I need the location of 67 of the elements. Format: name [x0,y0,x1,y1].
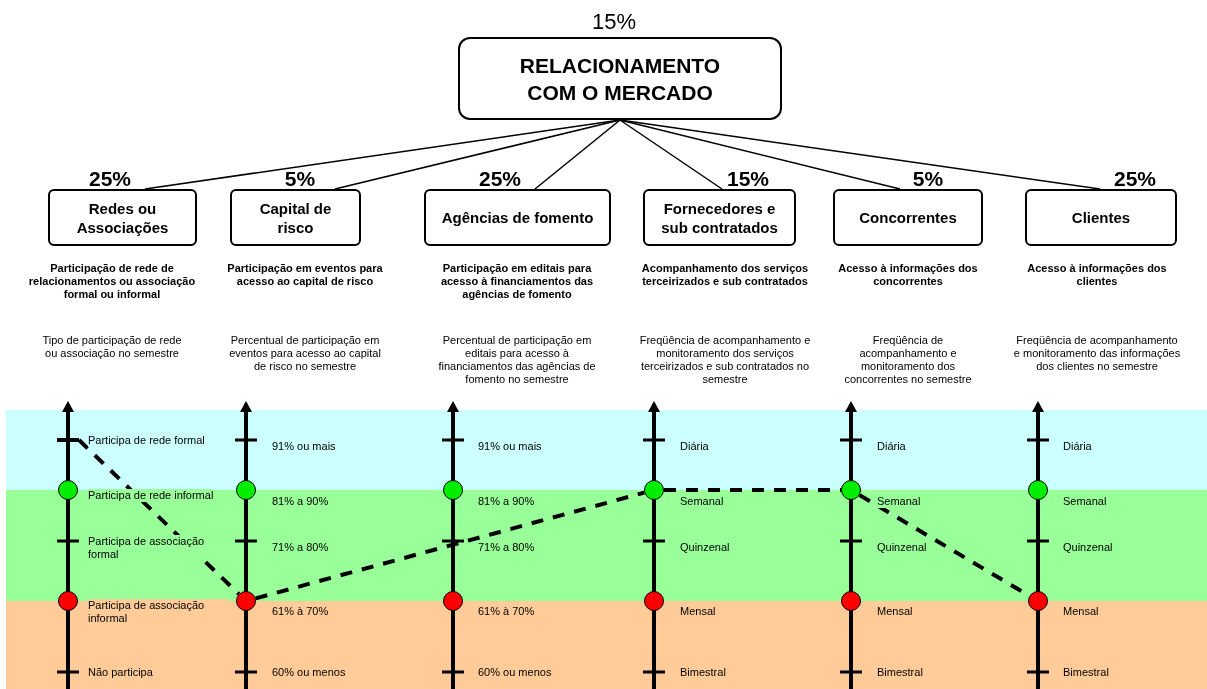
category-title: Agências de fomento [440,208,595,227]
criterion-text: Acompanhamento dos serviços terceirizados e sub contratados [640,262,810,288]
criterion-text: Participação em eventos para acesso ao capital de risco [226,262,384,288]
criterion-text: Acesso à informações dos concorrentes [837,262,979,288]
connector-line [619,119,723,190]
weight-percentage: 5% [911,168,945,189]
scale-level-label: Mensal [1063,605,1099,618]
indicator-text: Percentual de participação em eventos para acesso ao capital de risco no semestre [228,334,382,373]
weight-percentage: 15% [590,11,637,33]
weight-percentage: 25% [88,168,132,189]
scale-level-label: Bimestral [1063,666,1109,679]
indicator-text: Percentual de participação em editais para acesso à financiamentos das agências de fomento no semestre [437,334,597,386]
scale-level-label: 60% ou menos [272,666,346,679]
dashed-profile-line [255,490,645,601]
scale-level-label: Semanal [1063,495,1107,508]
sub-category-box [643,189,796,246]
category-title: Redes ou Associações [75,198,170,237]
scale-level-label: Quinzenal [1063,541,1113,554]
scale-level-label: 91% ou mais [272,440,336,453]
main-category-box [458,37,782,120]
criterion-text: Acesso à informações dos clientes [1026,262,1168,288]
scale-level-label: 61% à 70% [272,605,329,618]
indicator-text: Freqüência de acompanhamento e monitoramento das informações dos clientes no semestre [1012,334,1182,373]
scale-level-label: Não participa [88,666,153,679]
weight-percentage: 25% [1113,168,1157,189]
criterion-text: Participação em editais para acesso à financiamentos das agências de fomento [439,262,595,301]
scale-level-label: 91% ou mais [478,440,542,453]
scale-level-label: Bimestral [680,666,726,679]
indicator-text: Tipo de participação de rede ou associação no semestre [41,334,183,360]
sub-category-box [230,189,361,246]
scale-level-label: Diária [680,440,709,453]
scale-level-label: Participa de associação informal [88,599,228,625]
connector-line [534,119,621,190]
scale-level-label: Semanal [680,495,724,508]
scale-level-label: Bimestral [877,666,923,679]
sub-category-box [1025,189,1177,246]
weight-percentage: 5% [283,168,317,189]
sub-category-box [833,189,983,246]
indicator-text: Freqüência de acompanhamento e monitoramento dos serviços terceirizados e sub contratados no semestre [638,334,812,386]
scale-level-label: Diária [877,440,906,453]
weight-percentage: 15% [726,168,770,189]
indicator-text: Freqüência de acompanhamento e monitoramento dos concorrentes no semestre [843,334,973,386]
category-title: RELACIONAMENTO COM O MERCADO [518,52,722,106]
scale-level-label: 60% ou menos [478,666,552,679]
dashed-profile-line [77,438,241,596]
sub-category-box [424,189,611,246]
scale-level-label: 81% a 90% [478,495,535,508]
scale-level-label: Semanal [877,495,921,508]
scale-level-label: Quinzenal [680,541,730,554]
scale-level-label: Quinzenal [877,541,927,554]
connector-line [334,119,621,190]
weight-percentage: 25% [478,168,522,189]
category-title: Capital de risco [258,198,333,237]
sub-category-box [48,189,197,246]
scale-level-label: 61% à 70% [478,605,535,618]
category-title: Fornecedores e sub contratados [660,198,779,237]
category-title: Concorrentes [858,208,958,227]
category-title: Clientes [1070,208,1132,227]
scale-level-label: 71% a 80% [272,541,329,554]
scale-level-label: Mensal [680,605,716,618]
scale-level-label: Diária [1063,440,1092,453]
scale-level-label: 81% a 90% [272,495,329,508]
scale-level-label: Mensal [877,605,913,618]
scale-level-label: Participa de rede informal [88,489,214,502]
criterion-text: Participação de rede de relacionamentos ou associação formal ou informal [27,262,197,301]
scale-level-label: 71% a 80% [478,541,535,554]
tick-mark [57,438,79,442]
